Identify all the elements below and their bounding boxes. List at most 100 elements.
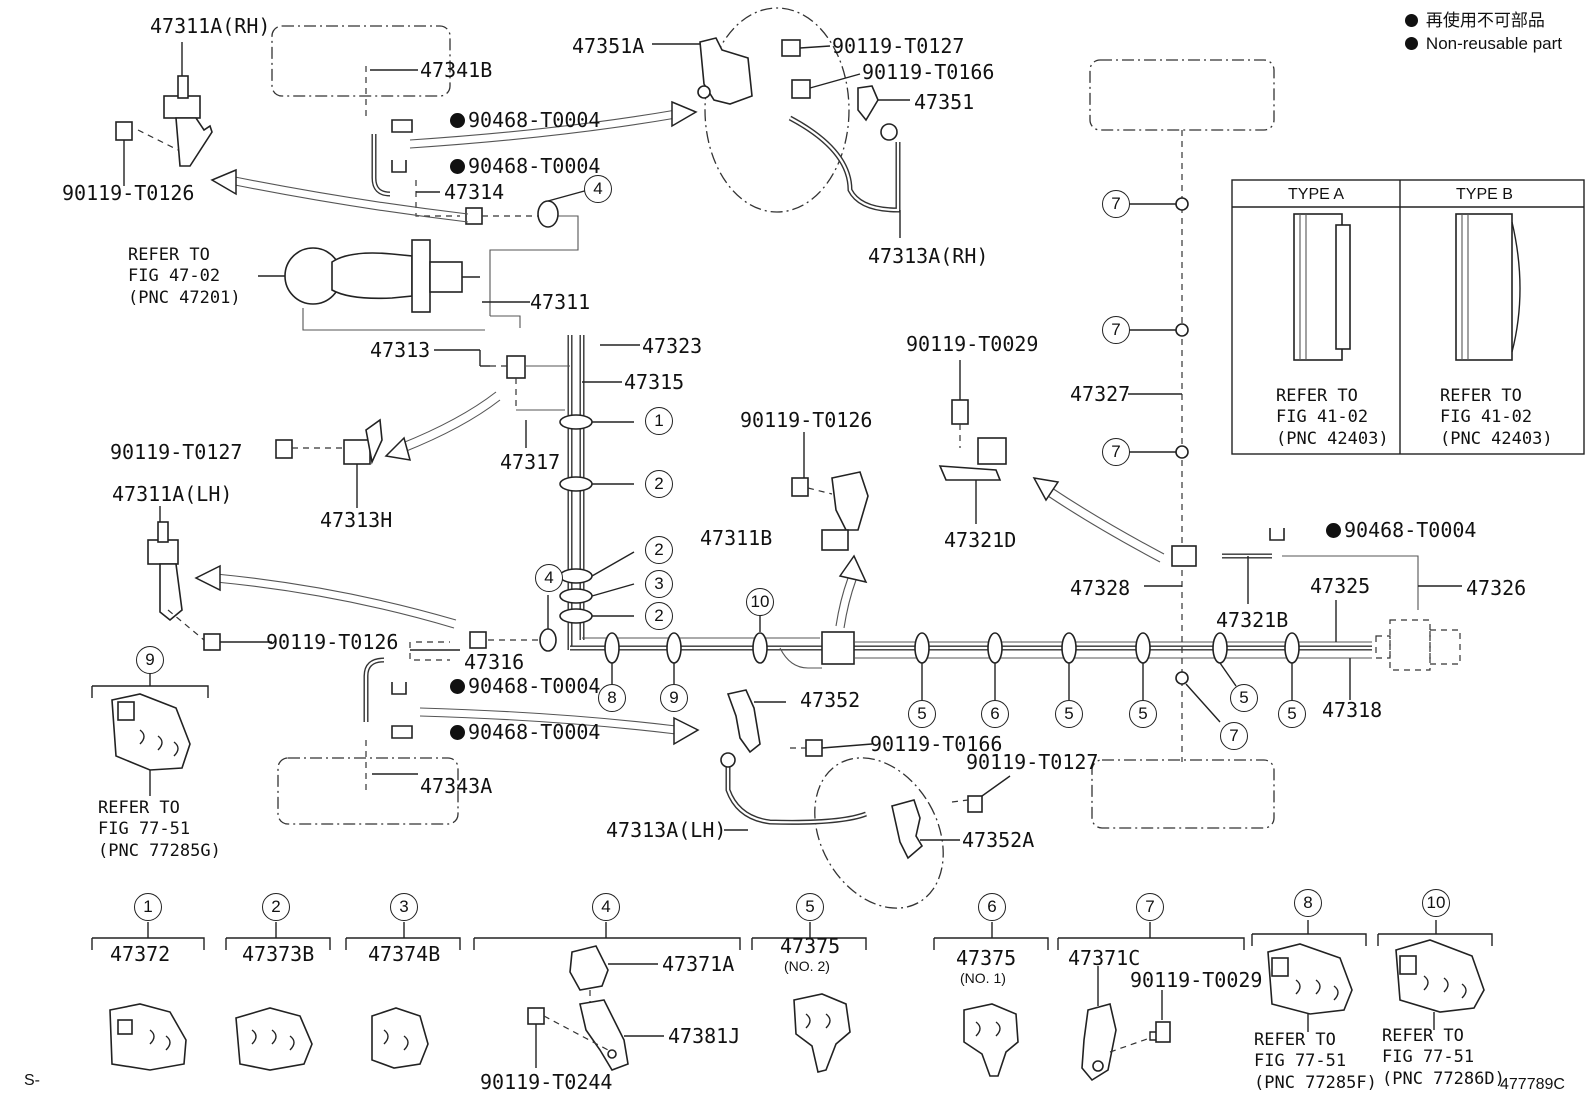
label-no1: (NO. 1): [960, 970, 1006, 986]
callout-5d: 5: [1230, 684, 1258, 712]
clip-47372: [109, 1003, 187, 1071]
label-90119-T0127-b: 90119-T0127: [110, 440, 243, 464]
label-47313: 47313: [370, 338, 431, 362]
valve-47311A-RH: [163, 95, 201, 119]
callout-2-key: 2: [262, 893, 290, 921]
label-47313H: 47313H: [320, 508, 393, 532]
callout-7d: 7: [1220, 722, 1248, 750]
label-47321B: 47321B: [1216, 608, 1289, 632]
callout-10-key: 10: [1422, 889, 1450, 917]
refer-fig-77-51-g: REFER TO FIG 77-51 (PNC 77285G): [98, 798, 221, 861]
label-47316: 47316: [464, 650, 525, 674]
legend: 再使用不可部品 Non-reusable part: [1404, 10, 1562, 56]
clip-47375-no2: [793, 993, 851, 1073]
callout-4-key: 4: [592, 893, 620, 921]
refer-fig-77-51-d: REFER TO FIG 77-51 (PNC 77286D): [1382, 1026, 1505, 1089]
label-47311: 47311: [530, 290, 591, 314]
callout-3-key: 3: [390, 893, 418, 921]
valve-47313: [506, 355, 526, 379]
diagram-code: 477789C: [1500, 1076, 1565, 1093]
label-47313A-RH: 47313A(RH): [868, 244, 989, 268]
label-47323: 47323: [642, 334, 703, 358]
legend-jp: 再使用不可部品: [1404, 10, 1562, 33]
callout-1-key: 1: [134, 893, 162, 921]
label-47372: 47372: [110, 942, 171, 966]
label-90468-T0004-c: 90468-T0004: [450, 676, 600, 696]
clamp-3: [559, 588, 593, 604]
label-47371A: 47371A: [662, 952, 735, 976]
type-table: [1231, 179, 1585, 455]
label-47373B: 47373B: [242, 942, 315, 966]
refer-type-b: REFER TO FIG 41-02 (PNC 42403): [1440, 386, 1553, 449]
callout-4b: 4: [535, 564, 563, 592]
label-90119-T0166-a: 90119-T0166: [862, 60, 995, 84]
label-47314: 47314: [444, 180, 505, 204]
corner-mark: S-: [24, 1072, 40, 1089]
label-90468-T0004-b: 90468-T0004: [450, 156, 600, 176]
label-47381J: 47381J: [668, 1024, 741, 1048]
callout-7c: 7: [1102, 438, 1130, 466]
label-90119-T0127-c: 90119-T0127: [966, 750, 1099, 774]
clip-47373B: [235, 1007, 313, 1071]
label-90119-T0029-b: 90119-T0029: [1130, 968, 1263, 992]
label-47327: 47327: [1070, 382, 1131, 406]
label-47317: 47317: [500, 450, 561, 474]
type-a-header: TYPE A: [1288, 186, 1345, 203]
callout-2b: 2: [645, 536, 673, 564]
callout-8-key: 8: [1294, 889, 1322, 917]
label-90119-T0126-c: 90119-T0126: [740, 408, 873, 432]
callout-5-key: 5: [796, 893, 824, 921]
label-47326: 47326: [1466, 576, 1527, 600]
bullet-icon: [1404, 14, 1418, 27]
bolt-90119-T0029: [951, 399, 969, 425]
callout-4a: 4: [584, 175, 612, 203]
legend-en: Non-reusable part: [1404, 33, 1562, 56]
label-47341B: 47341B: [420, 58, 493, 82]
callout-5c: 5: [1129, 700, 1157, 728]
label-90119-T0244: 90119-T0244: [480, 1070, 613, 1094]
ref-ellipse-lh: [814, 757, 944, 909]
label-90119-T0126-a: 90119-T0126: [62, 181, 195, 205]
clamp-1: [559, 414, 593, 430]
label-47313A-LH: 47313A(LH): [606, 818, 727, 842]
clip-47375-no1: [963, 1003, 1019, 1077]
clip-77285F: [1267, 943, 1353, 1032]
clamp-2c: [559, 608, 593, 624]
refer-fig-77-51-f: REFER TO FIG 77-51 (PNC 77285F): [1254, 1030, 1377, 1093]
label-47311A-RH: 47311A(RH): [150, 14, 271, 38]
label-90468-T0004-e: 90468-T0004: [1326, 520, 1476, 540]
callout-1: 1: [645, 407, 673, 435]
callout-7b: 7: [1102, 316, 1130, 344]
label-90468-T0004-d: 90468-T0004: [450, 722, 600, 742]
label-47343A: 47343A: [420, 774, 493, 798]
callout-5e: 5: [1278, 700, 1306, 728]
label-90119-T0029-a: 90119-T0029: [906, 332, 1039, 356]
junction-47316: [821, 631, 855, 665]
label-47375-no1: 47375: [956, 946, 1017, 970]
clamp-2b: [559, 568, 593, 584]
label-47328: 47328: [1070, 576, 1131, 600]
callout-9a: 9: [660, 684, 688, 712]
callout-2a: 2: [645, 470, 673, 498]
label-90119-T0166-b: 90119-T0166: [870, 732, 1003, 756]
ref-box-top-right: [1089, 59, 1275, 131]
label-90119-T0127-a: 90119-T0127: [832, 34, 965, 58]
bracket-47321D: [938, 465, 1002, 481]
ref-ellipse-rh: [704, 7, 850, 213]
callout-6-key: 6: [978, 893, 1006, 921]
callout-7-key: 7: [1136, 893, 1164, 921]
ref-box-bottom-left: [277, 757, 459, 825]
callout-5b: 5: [1055, 700, 1083, 728]
valve-47311A-LH: [147, 539, 179, 565]
clip-47374B: [371, 1007, 429, 1069]
refer-type-a: REFER TO FIG 41-02 (PNC 42403): [1276, 386, 1389, 449]
label-47315: 47315: [624, 370, 685, 394]
bracket-47352: [726, 689, 761, 754]
callout-5a: 5: [908, 700, 936, 728]
label-47311A-LH: 47311A(LH): [112, 482, 233, 506]
callout-9b: 9: [136, 646, 164, 674]
callout-6a: 6: [981, 700, 1009, 728]
clip-47371C: [1081, 966, 1171, 1082]
